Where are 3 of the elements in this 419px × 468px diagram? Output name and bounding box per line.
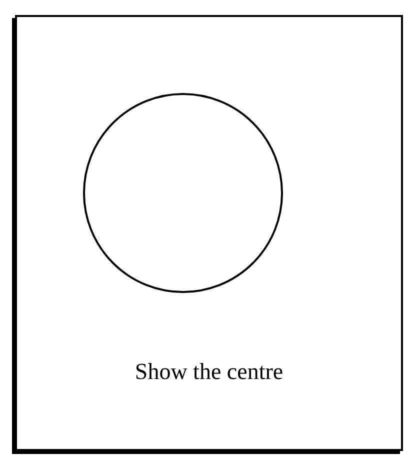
card [15, 15, 403, 451]
instruction-text: Show the centre [134, 358, 284, 386]
circle-shape [82, 92, 284, 294]
